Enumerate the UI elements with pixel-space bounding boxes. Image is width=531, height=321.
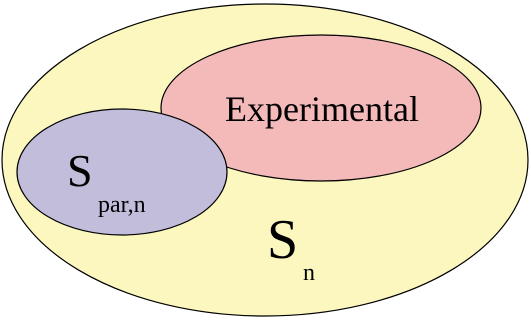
outer-region-subscript: n xyxy=(303,260,315,286)
experimental-region xyxy=(160,34,482,182)
par-region xyxy=(16,108,228,236)
outer-region-symbol: S xyxy=(267,209,298,271)
experimental-label: Experimental xyxy=(225,89,419,129)
par-region-subscript: par,n xyxy=(98,192,146,218)
par-region-symbol: S xyxy=(67,145,93,196)
